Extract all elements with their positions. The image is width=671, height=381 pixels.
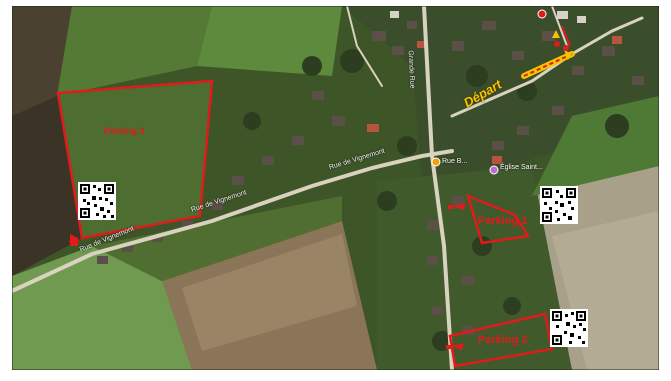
qr-code-parking-1[interactable] (540, 186, 578, 224)
parking-2-area (448, 312, 554, 368)
poi-label[interactable]: Rue B... (442, 158, 468, 165)
parking-3-label: Parking 3 (104, 126, 145, 136)
qr-code-icon (542, 188, 576, 222)
qr-code-parking-3[interactable] (78, 182, 116, 220)
parking-1-area (466, 193, 531, 245)
parking-1-label: Parking 1 (478, 215, 528, 227)
church-label[interactable]: Église Saint... (500, 164, 543, 171)
qr-code-icon (80, 184, 114, 218)
parking-3-area (56, 79, 214, 240)
qr-code-icon (552, 311, 586, 345)
qr-code-parking-2[interactable] (550, 309, 588, 347)
parking-2-label: Parking 2 (478, 334, 528, 346)
satellite-map[interactable]: Rue de Vignemont Rue de Vignemont Rue de… (12, 6, 659, 370)
